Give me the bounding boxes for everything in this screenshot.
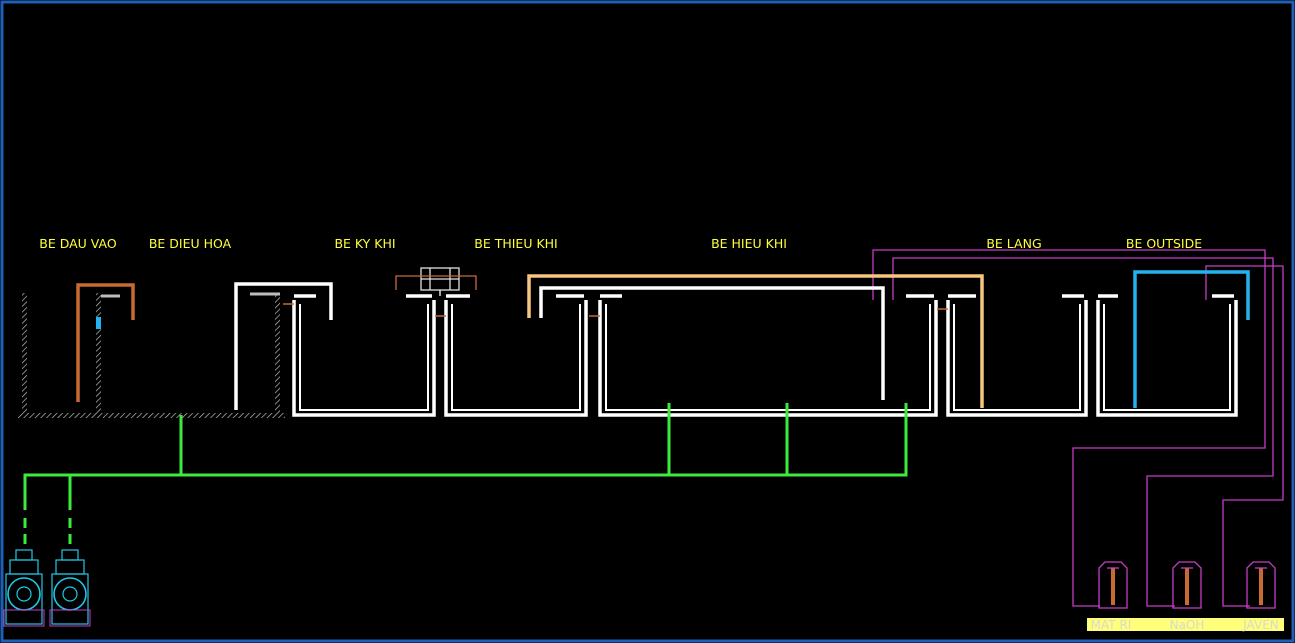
dosing-line-naoh bbox=[892, 257, 1274, 607]
hieu-khi-baffle bbox=[539, 286, 885, 400]
tank-hieu-khi bbox=[598, 300, 938, 417]
wall-dieu-hoa-right bbox=[275, 293, 280, 413]
tank-label-outside: BE OUTSIDE bbox=[1126, 236, 1202, 251]
chemical-label-bar bbox=[1087, 618, 1284, 631]
tank-label-dau-vao: BE DAU VAO bbox=[39, 236, 117, 251]
tank-lang bbox=[946, 300, 1088, 417]
air-main bbox=[23, 403, 908, 510]
chemical-label-naoh: NaOH bbox=[1170, 618, 1205, 632]
chemical-label-mat-ri: MAT RI bbox=[1091, 618, 1132, 632]
tank-label-lang: BE LANG bbox=[986, 236, 1041, 251]
wall-inner-lines bbox=[299, 304, 1231, 411]
mixer-frame bbox=[395, 275, 477, 290]
chemical-label-javen: JAVEN bbox=[1242, 618, 1279, 632]
chemical-tank-mat-ri bbox=[1098, 561, 1128, 609]
tank-label-dieu-hoa: BE DIEU HOA bbox=[149, 236, 232, 251]
wall-dau-vao-left bbox=[22, 293, 27, 413]
tank-label-ky-khi: BE KY KHI bbox=[334, 236, 395, 251]
wall-dau-vao-divider bbox=[96, 293, 101, 413]
blower-1 bbox=[3, 549, 45, 627]
dosing-line-mat-ri bbox=[872, 249, 1266, 607]
tank-ky-khi bbox=[292, 300, 436, 417]
chemical-tank-naoh bbox=[1172, 561, 1202, 609]
tank-labels: BE DAU VAO BE DIEU HOA BE KY KHI BE THIE… bbox=[39, 236, 1202, 251]
flow-arrows bbox=[283, 303, 948, 317]
chemical-tank-javen bbox=[1246, 561, 1276, 609]
tank-outside bbox=[1096, 300, 1238, 417]
floor-dieu-hoa bbox=[18, 413, 285, 418]
tank-walls bbox=[18, 282, 1238, 418]
sludge-return-line bbox=[527, 274, 984, 408]
tank-label-hieu-khi: BE HIEU KHI bbox=[711, 236, 787, 251]
tank-label-thieu-khi: BE THIEU KHI bbox=[474, 236, 557, 251]
dosing-line-javen bbox=[1205, 265, 1284, 607]
inlet-valve-marker bbox=[96, 317, 101, 329]
mixer-equipment bbox=[395, 267, 477, 296]
dosing-lines bbox=[872, 249, 1284, 607]
outlet-pipe bbox=[1133, 270, 1250, 408]
chemical-labels: MAT RI NaOH JAVEN bbox=[1091, 618, 1279, 632]
blower-2 bbox=[49, 549, 91, 627]
aeration-lines bbox=[23, 403, 908, 545]
tank-thieu-khi bbox=[444, 300, 588, 417]
inlet-pipe bbox=[76, 283, 135, 402]
dieu-hoa-baffle bbox=[234, 282, 333, 410]
